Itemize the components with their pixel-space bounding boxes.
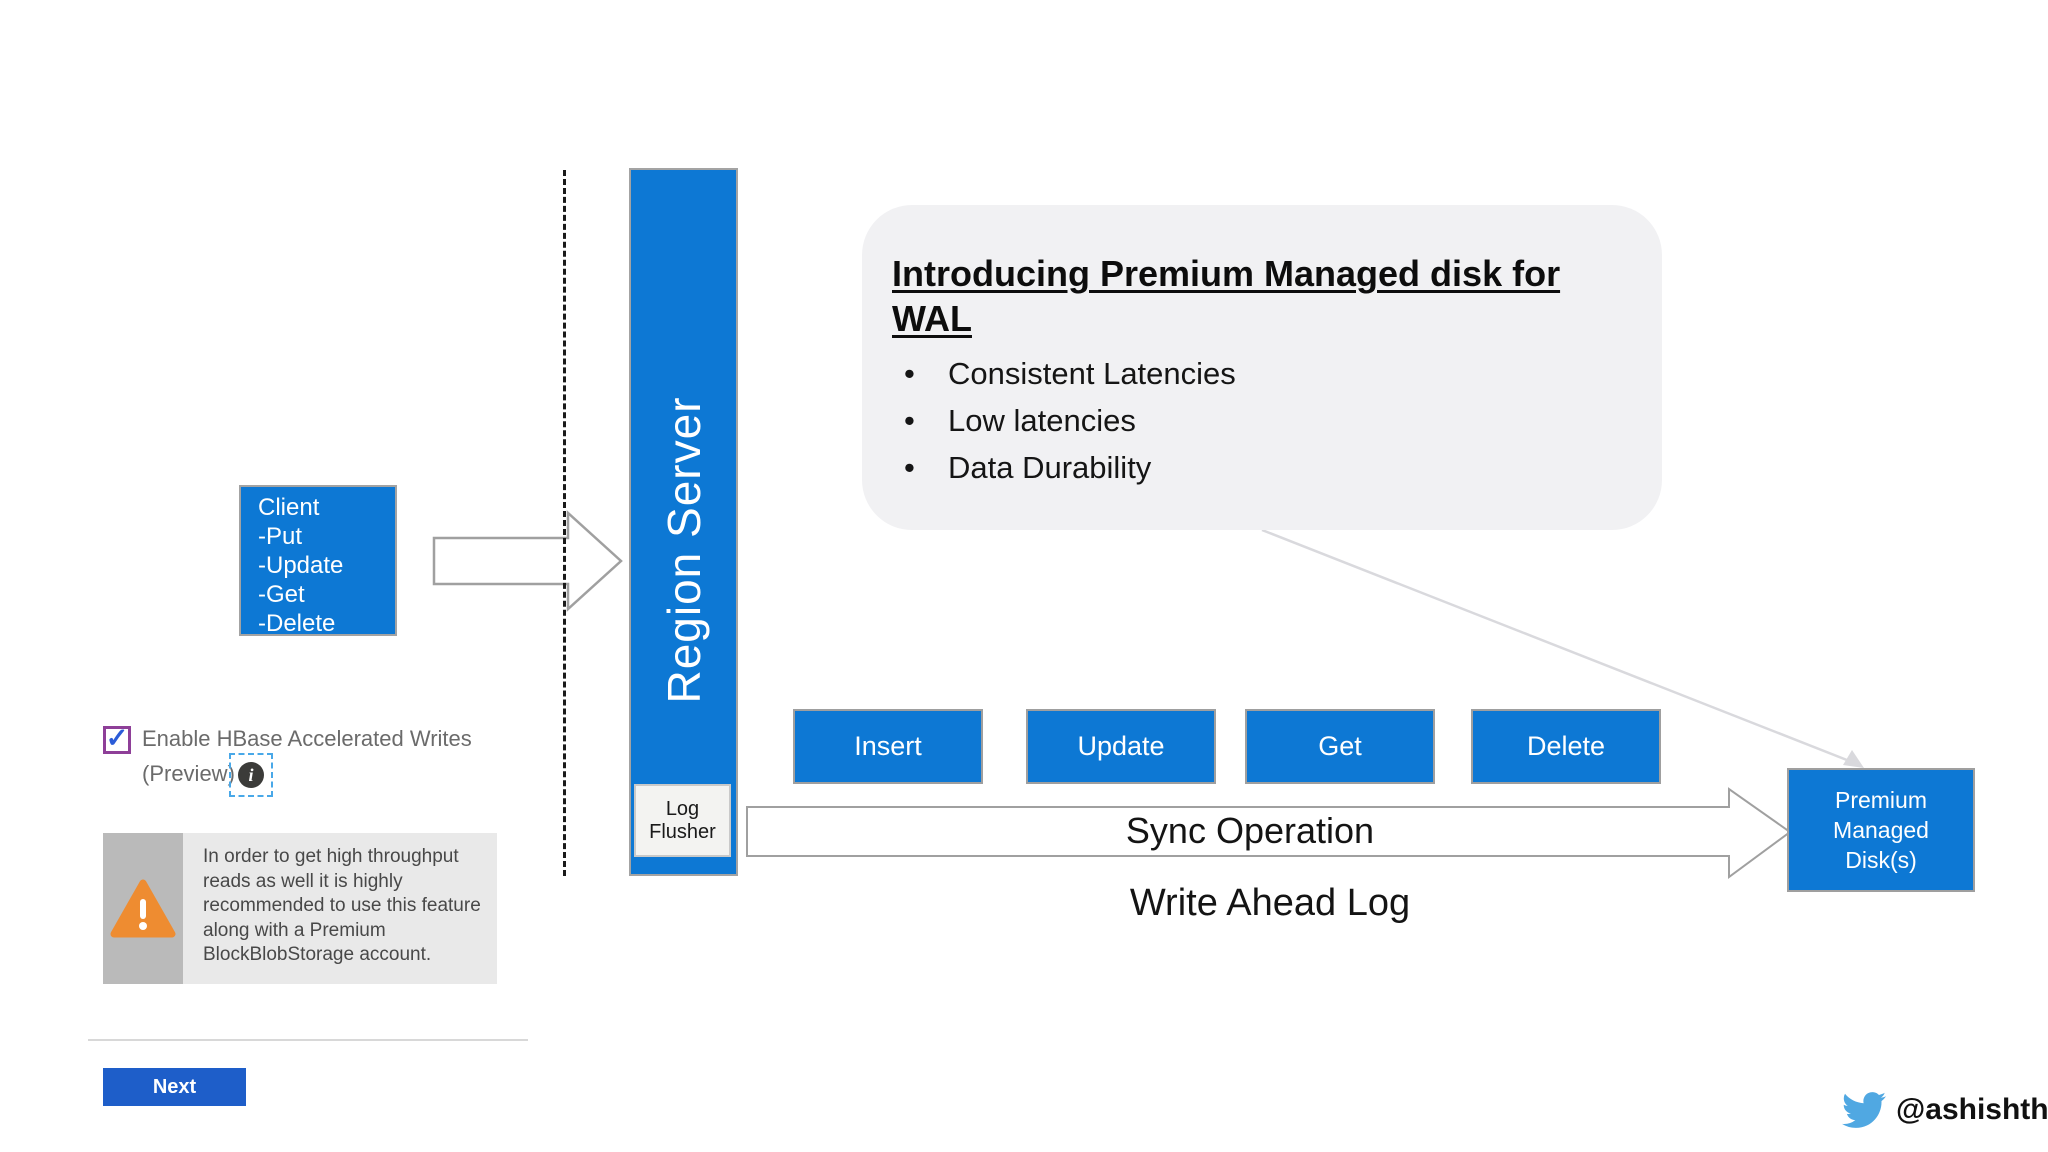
warning-icon-strip: [103, 833, 183, 984]
client-box-line: Client: [258, 494, 320, 521]
callout-pointer-line: [1261, 528, 1853, 764]
warning-message: In order to get high throughput reads as…: [203, 846, 481, 965]
callout-title: Introducing Premium Managed disk for WAL: [892, 251, 1622, 342]
write-ahead-log-label: Write Ahead Log: [1129, 881, 1411, 924]
warning-banner: In order to get high throughput reads as…: [103, 833, 497, 984]
panel-divider: [88, 1039, 528, 1041]
checkbox-label-line1: Enable HBase Accelerated Writes: [142, 726, 472, 751]
client-box: Client -Put -Update -Get -Delete: [239, 485, 397, 637]
callout-bullet-list: Consistent Latencies Low latencies Data …: [892, 356, 1622, 486]
accelerated-writes-checkbox[interactable]: ✓: [103, 722, 131, 754]
update-button[interactable]: Update: [1026, 709, 1216, 784]
twitter-attribution: @ashishth: [1838, 1088, 2048, 1132]
client-box-line: -Put: [258, 523, 303, 550]
client-box-line: -Get: [258, 581, 305, 608]
twitter-bird-icon: [1842, 1092, 1886, 1128]
client-box-line: -Update: [258, 552, 344, 579]
info-icon-selection-box[interactable]: i: [229, 753, 273, 797]
region-server-label: Region Server: [657, 396, 710, 704]
callout-pointer-arrowhead: [1843, 750, 1864, 768]
sync-operation-label: Sync Operation: [1125, 810, 1375, 851]
checkbox-label-line2: (Preview): [142, 761, 235, 786]
delete-button[interactable]: Delete: [1471, 709, 1661, 784]
premium-managed-disk-box: Premium Managed Disk(s): [1787, 768, 1975, 892]
get-button[interactable]: Get: [1245, 709, 1435, 784]
premium-box-line: Premium: [1834, 787, 1927, 813]
log-flusher-box: Log Flusher: [634, 784, 731, 857]
warning-triangle-icon: [110, 879, 176, 937]
callout-bullet: Consistent Latencies: [892, 356, 1622, 392]
premium-box-line: Disk(s): [1845, 847, 1917, 873]
dashed-boundary-line: [563, 170, 566, 876]
region-server-bar: Region Server: [629, 168, 738, 876]
next-button[interactable]: Next: [103, 1068, 246, 1106]
client-box-line: -Delete: [258, 610, 336, 637]
client-arrow: [432, 510, 623, 612]
callout-title-line2: WAL: [892, 298, 972, 340]
insert-button[interactable]: Insert: [793, 709, 983, 784]
checkmark-icon: ✓: [105, 722, 129, 753]
callout-bullet: Data Durability: [892, 450, 1622, 486]
wal-callout: Introducing Premium Managed disk for WAL…: [862, 205, 1662, 530]
premium-box-line: Managed: [1833, 817, 1929, 843]
info-icon[interactable]: i: [238, 762, 264, 788]
callout-title-line1: Introducing Premium Managed disk for: [892, 253, 1561, 294]
callout-bullet: Low latencies: [892, 403, 1622, 439]
twitter-handle[interactable]: @ashishth: [1896, 1093, 2048, 1126]
sync-arrow: [746, 787, 1792, 879]
